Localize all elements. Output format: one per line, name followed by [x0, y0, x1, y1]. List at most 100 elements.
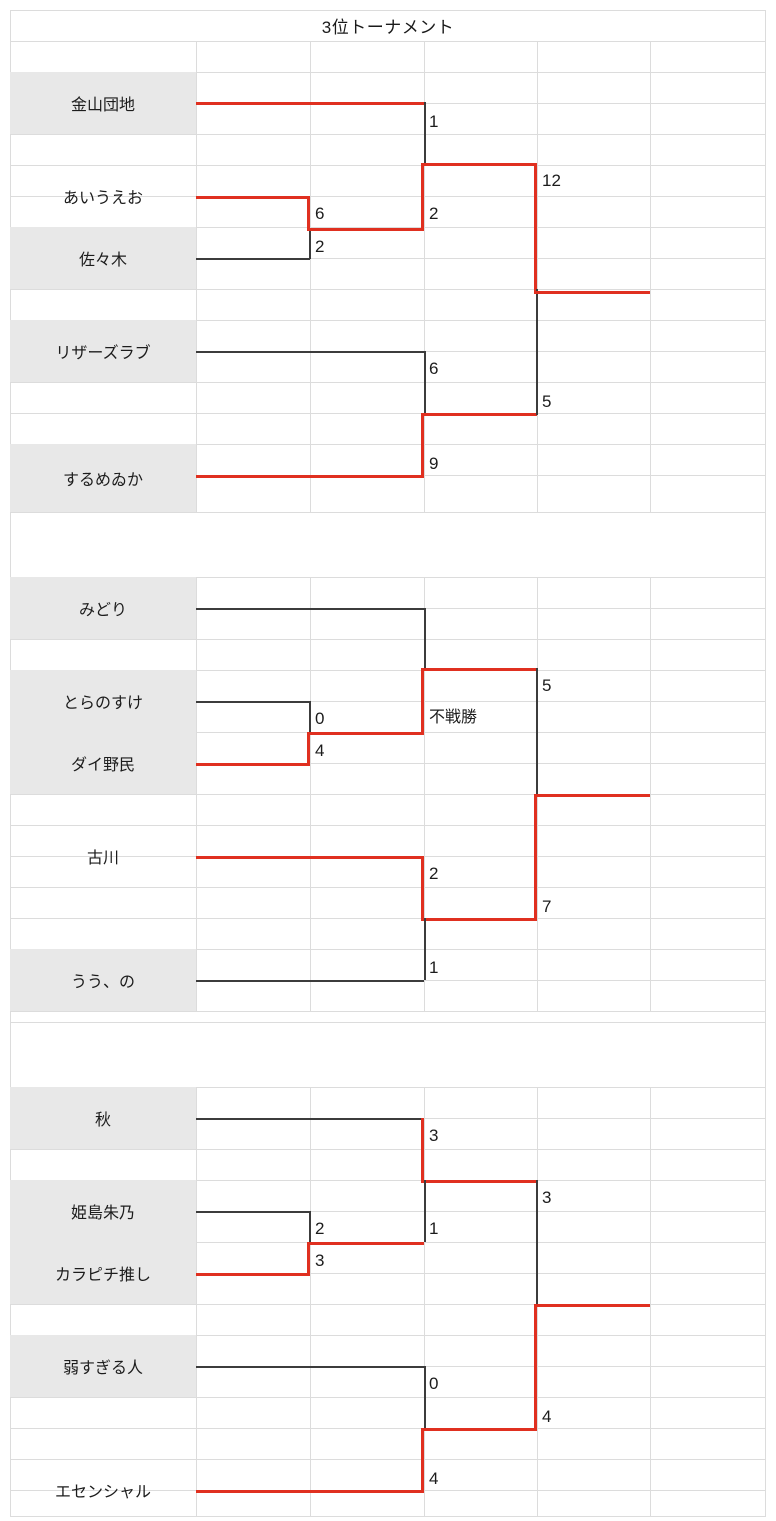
bracket-line-vertical: [421, 1118, 424, 1181]
bracket-line-horizontal: [421, 1428, 537, 1431]
bracket-line-horizontal: [421, 918, 537, 921]
grid-hline: [10, 577, 766, 578]
team-name: ダイ野民: [70, 757, 135, 774]
bracket-line-vertical: [424, 102, 426, 163]
bracket-line-vertical: [307, 732, 310, 766]
grid-hline: [10, 1516, 766, 1517]
match-score: 4: [542, 1407, 552, 1426]
match-score: 2: [429, 204, 439, 223]
grid-hline: [10, 165, 766, 166]
name-cell-shade: [10, 1180, 196, 1304]
grid-vline: [196, 1087, 197, 1516]
grid-hline: [10, 413, 766, 414]
name-cell-shade: [10, 577, 196, 639]
grid-vline: [310, 1087, 311, 1516]
grid-hline: [10, 1397, 766, 1398]
bracket-line-vertical: [421, 856, 424, 920]
grid-hline: [10, 701, 766, 702]
match-score: 1: [429, 112, 439, 131]
grid-hline: [10, 1022, 766, 1023]
bracket-line-horizontal: [196, 856, 424, 859]
grid-hline: [10, 382, 766, 383]
bracket-line-horizontal: [196, 196, 310, 199]
bracket-line-horizontal: [196, 701, 310, 703]
bracket-line-vertical: [307, 196, 310, 231]
grid-hline: [10, 794, 766, 795]
bracket-line-vertical: [421, 413, 424, 478]
bracket-line-horizontal: [421, 163, 537, 166]
grid-hline: [10, 1273, 766, 1274]
match-score: 6: [315, 204, 325, 223]
bracket-line-vertical: [534, 794, 537, 921]
bracket-line-horizontal: [534, 291, 650, 294]
bracket-line-horizontal: [534, 794, 650, 797]
bracket-line-horizontal: [196, 608, 424, 610]
team-name: 佐々木: [78, 252, 127, 269]
grid-vline: [424, 41, 425, 512]
grid-vline: [310, 41, 311, 512]
grid-vline: [196, 41, 197, 512]
match-score: 0: [315, 709, 325, 728]
bracket-line-horizontal: [534, 1304, 650, 1307]
team-name: リザーズラブ: [55, 345, 151, 362]
team-name: うう、の: [70, 974, 135, 991]
grid-hline: [10, 1428, 766, 1429]
grid-hline: [10, 512, 766, 513]
bracket-line-vertical: [536, 668, 538, 794]
team-name: 秋: [94, 1112, 111, 1129]
bracket-line-vertical: [424, 1180, 426, 1242]
walkover-label: 不戦勝: [429, 709, 478, 726]
grid-hline: [10, 196, 766, 197]
match-score: 4: [429, 1469, 439, 1488]
name-cell-shade: [10, 1087, 196, 1149]
match-score: 2: [315, 237, 325, 256]
bracket-line-vertical: [309, 701, 311, 733]
grid-vline: [537, 41, 538, 512]
match-score: 3: [315, 1251, 325, 1270]
grid-hline: [10, 1304, 766, 1305]
match-score: 12: [542, 171, 561, 190]
bracket-line-horizontal: [196, 1118, 424, 1120]
name-cell-shade: [10, 444, 196, 512]
grid-hline: [10, 41, 766, 42]
grid-vline: [424, 577, 425, 1011]
name-cell-shade: [10, 72, 196, 134]
grid-hline: [10, 949, 766, 950]
grid-hline: [10, 320, 766, 321]
bracket-line-vertical: [424, 608, 426, 670]
grid-vline: [765, 10, 766, 1516]
team-name: 金山団地: [70, 97, 135, 114]
match-score: 2: [429, 864, 439, 883]
bracket-line-horizontal: [196, 763, 310, 766]
match-score: 0: [429, 1374, 439, 1393]
bracket-line-vertical: [536, 1180, 538, 1306]
grid-hline: [10, 670, 766, 671]
team-name: するめゐか: [62, 472, 143, 489]
bracket-line-horizontal: [307, 1242, 424, 1245]
bracket-line-horizontal: [307, 732, 424, 735]
grid-vline: [310, 577, 311, 1011]
grid-hline: [10, 1211, 766, 1212]
bracket-line-vertical: [534, 1304, 537, 1431]
team-name: 弱すぎる人: [62, 1360, 143, 1377]
bracket-line-vertical: [421, 1428, 424, 1493]
grid-hline: [10, 289, 766, 290]
bracket-line-horizontal: [196, 258, 310, 260]
name-cell-shade: [10, 949, 196, 1011]
team-name: あいうえお: [62, 190, 143, 207]
match-score: 6: [429, 359, 439, 378]
grid-hline: [10, 887, 766, 888]
grid-hline: [10, 134, 766, 135]
bracket-line-horizontal: [307, 228, 424, 231]
team-name: カラピチ推し: [54, 1267, 151, 1284]
name-cell-shade: [10, 670, 196, 794]
name-cell-shade: [10, 1335, 196, 1397]
bracket-line-horizontal: [196, 351, 424, 353]
bracket-line-vertical: [307, 1242, 310, 1276]
grid-hline: [10, 10, 766, 11]
grid-vline: [650, 577, 651, 1011]
bracket-line-horizontal: [196, 102, 424, 105]
grid-hline: [10, 763, 766, 764]
team-name: 古川: [86, 850, 119, 867]
